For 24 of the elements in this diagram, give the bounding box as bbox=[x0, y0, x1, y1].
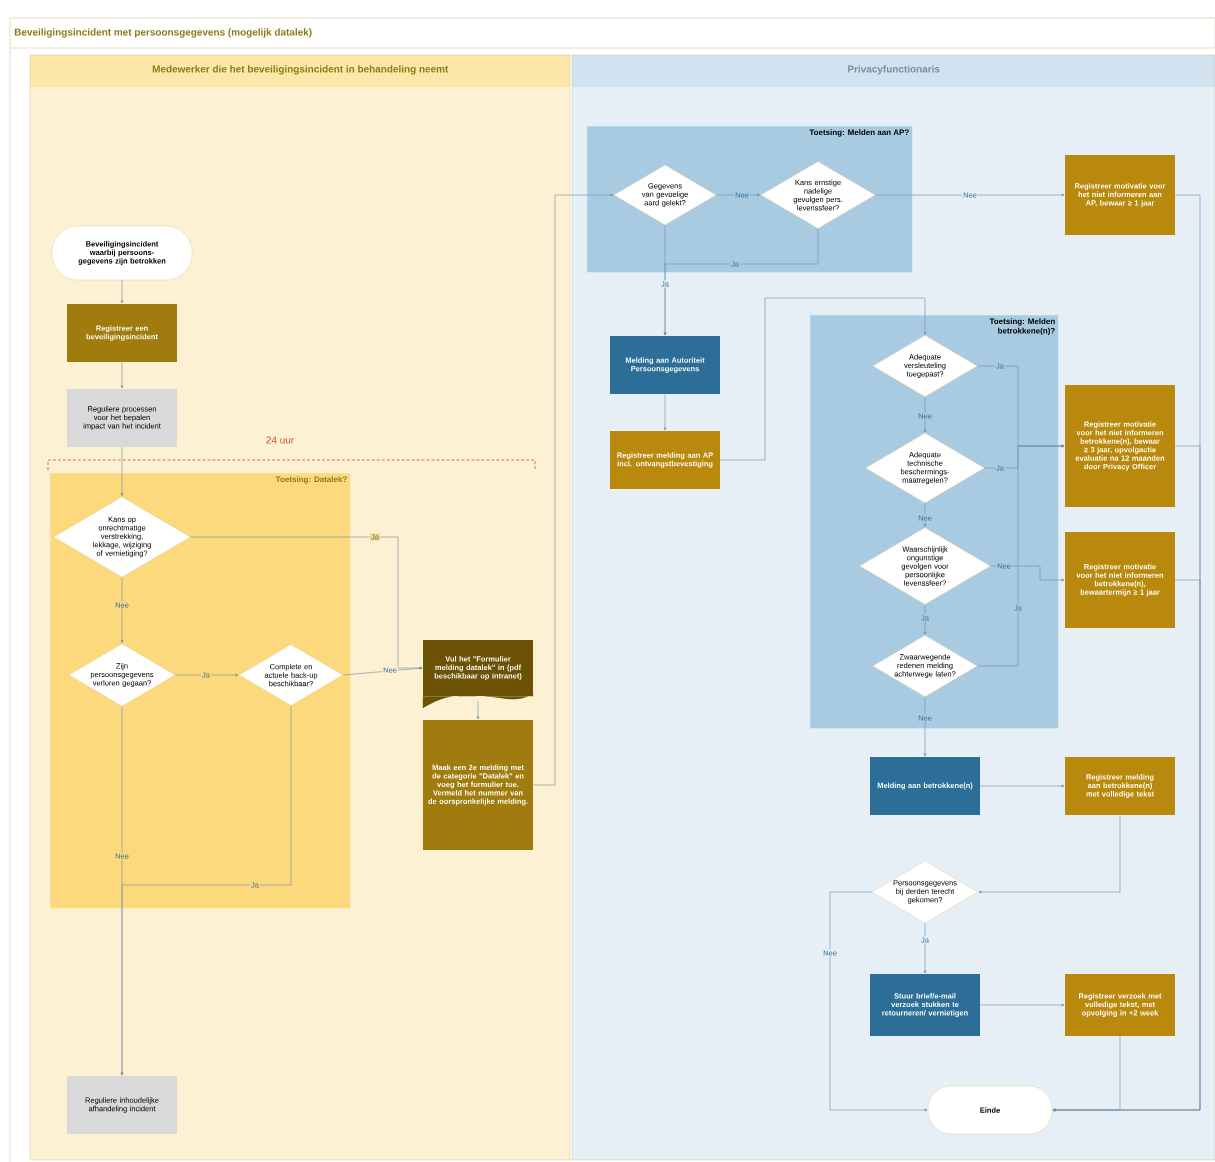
duration-label: 24 uur bbox=[266, 436, 294, 444]
arrow bbox=[663, 228, 819, 336]
arrow bbox=[990, 565, 1065, 582]
arrow bbox=[923, 923, 927, 974]
arrow bbox=[719, 297, 927, 461]
arrow bbox=[829, 891, 928, 1112]
arrow bbox=[978, 814, 1121, 894]
arrow bbox=[175, 673, 239, 677]
arrow bbox=[663, 393, 667, 431]
arrow bbox=[923, 696, 927, 757]
arrow bbox=[532, 193, 614, 786]
arrow bbox=[875, 193, 1065, 197]
arrow bbox=[979, 784, 1065, 788]
arrow bbox=[342, 666, 423, 676]
arrow bbox=[476, 700, 480, 720]
arrow bbox=[979, 1003, 1065, 1007]
arrow bbox=[120, 361, 124, 389]
arrow bbox=[190, 536, 423, 670]
arrow bbox=[1052, 579, 1201, 1112]
arrow bbox=[120, 279, 124, 304]
arrow bbox=[120, 705, 292, 1076]
arrow bbox=[120, 446, 124, 497]
arrow bbox=[120, 577, 124, 643]
arrow bbox=[977, 444, 1065, 667]
